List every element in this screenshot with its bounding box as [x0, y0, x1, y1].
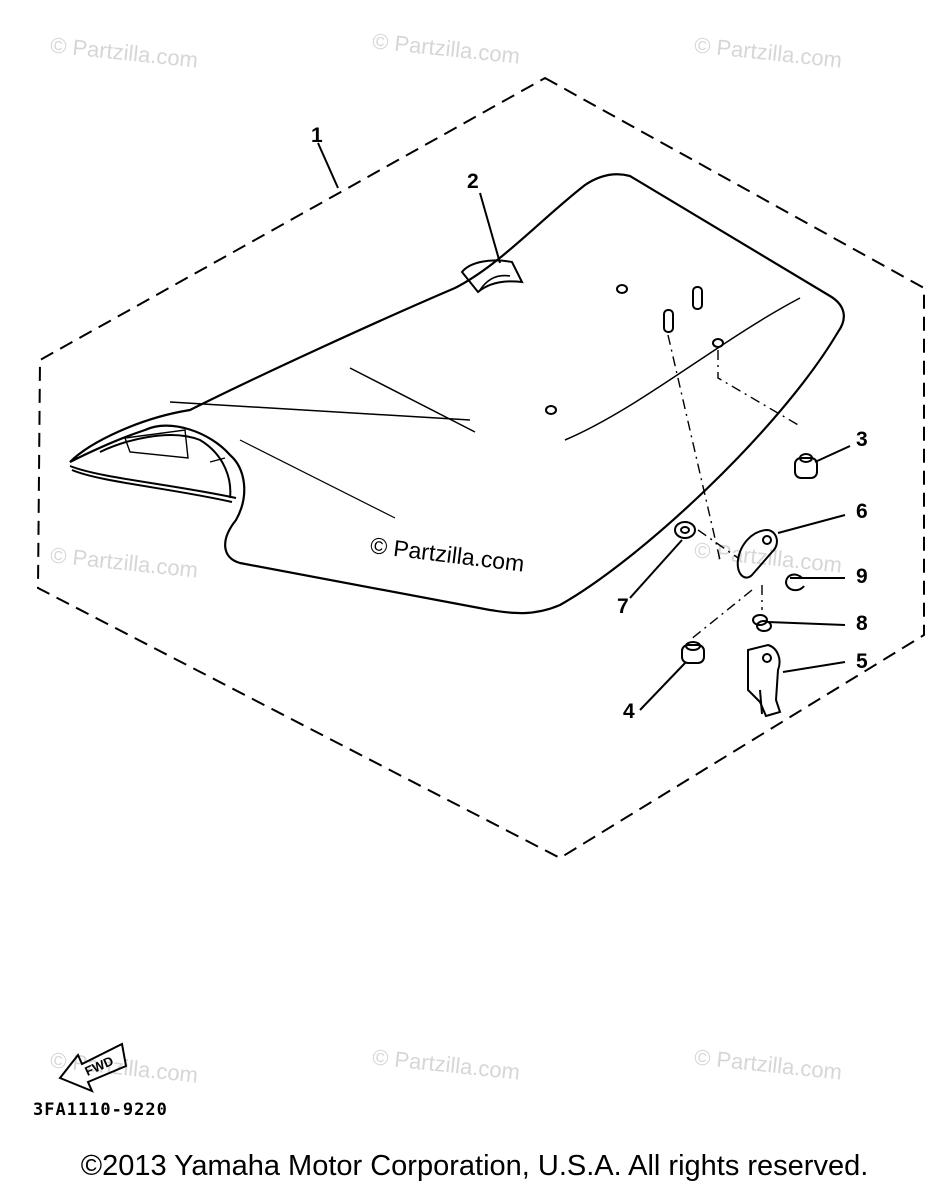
fwd-arrow-icon: [58, 1042, 128, 1093]
callout-9: 9: [856, 565, 868, 588]
lock-bracket-part: [747, 643, 782, 718]
callout-7: 7: [617, 595, 629, 618]
clip-part: [784, 573, 805, 592]
fwd-label: FWD: [83, 1053, 116, 1079]
callout-3: 3: [856, 428, 868, 451]
callout-8: 8: [856, 612, 868, 635]
callout-4: 4: [623, 700, 635, 723]
copyright-notice: ©2013 Yamaha Motor Corporation, U.S.A. A…: [80, 1150, 869, 1182]
collar-part: [674, 521, 696, 539]
seat-strap: [460, 259, 524, 294]
callout-5: 5: [856, 650, 868, 673]
seat-rim: [69, 465, 237, 499]
part-code: 3FA1110-9220: [33, 1100, 168, 1120]
grommet-part: [681, 641, 705, 664]
callout-2: 2: [467, 170, 479, 193]
seat-outline: [69, 173, 845, 615]
damper-part: [794, 453, 818, 479]
hook-part: [736, 528, 778, 579]
callout-1: 1: [311, 124, 323, 147]
spring-part: [752, 614, 772, 632]
callout-6: 6: [856, 500, 868, 523]
